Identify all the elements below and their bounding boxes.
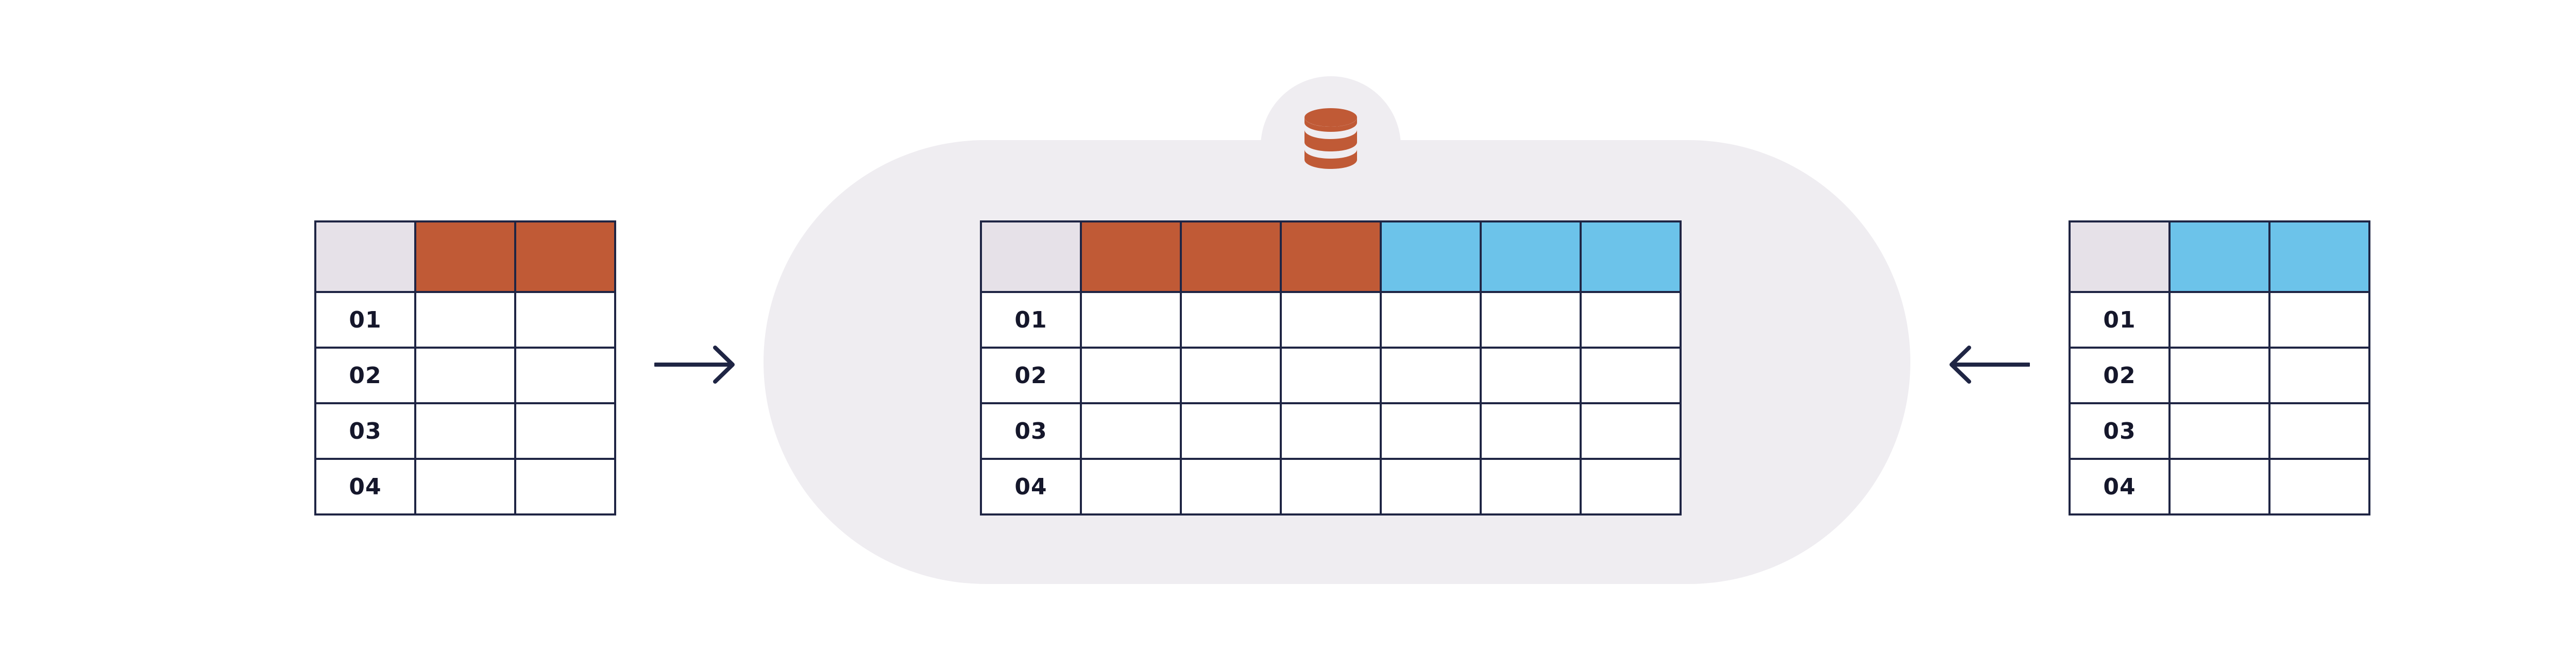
left-row-label: 04 [314,458,416,515]
left-row-label: 01 [314,291,416,349]
merged-table-row: 03 [980,402,1682,460]
right-table-cell [2168,458,2270,515]
right-table-row: 03 [2069,402,2370,460]
merged-table-cell [1380,402,1482,460]
merged-table-cell [1280,402,1382,460]
left-table-cell [414,402,516,460]
arrow-right-icon [654,346,735,384]
merged-table-cell [1280,458,1382,515]
merged-header-row [980,220,1682,293]
merged-table-cell [1080,291,1182,349]
merged-table-cell [1480,458,1582,515]
merged-table-cell [1180,402,1282,460]
left-table-row: 04 [314,458,616,515]
merged-table-cell [1180,347,1282,404]
merged-row-label: 01 [980,291,1082,349]
right-header-row [2069,220,2370,293]
right-row-label: 04 [2069,458,2171,515]
merged-header-cell-orange [1280,220,1382,293]
right-row-label: 02 [2069,347,2171,404]
right-table-row: 01 [2069,291,2370,349]
merged-table-cell [1380,291,1482,349]
merged-table-cell [1080,402,1182,460]
left-table-row: 02 [314,347,616,404]
left-table-cell [514,458,616,515]
arrow-left-icon [1950,346,2030,384]
merged-header-cell-orange [1080,220,1182,293]
right-table-cell [2268,291,2370,349]
right-table-cell [2168,402,2270,460]
merged-table-cell [1580,347,1682,404]
left-table-row: 03 [314,402,616,460]
merged-row-label: 04 [980,458,1082,515]
merged-table-row: 04 [980,458,1682,515]
left-table-cell [414,347,516,404]
merged-table-cell [1580,458,1682,515]
right-row-label: 01 [2069,291,2171,349]
right-table-row: 04 [2069,458,2370,515]
merged-table-cell [1580,402,1682,460]
right-table-cell [2268,402,2370,460]
right-table-cell [2168,291,2270,349]
right-header-corner [2069,220,2171,293]
merged-header-corner [980,220,1082,293]
merged-table-cell [1280,291,1382,349]
left-header-cell-orange [514,220,616,293]
merged-table-cell [1280,347,1382,404]
left-row-label: 03 [314,402,416,460]
merged-table-row: 02 [980,347,1682,404]
merged-table-cell [1380,347,1482,404]
right-row-label: 03 [2069,402,2171,460]
merged-row-label: 03 [980,402,1082,460]
merged-table-cell [1080,458,1182,515]
merged-header-cell-orange [1180,220,1282,293]
right-header-cell-blue [2268,220,2370,293]
merged-header-cell-blue [1580,220,1682,293]
merged-table-row: 01 [980,291,1682,349]
merged-table-cell [1180,291,1282,349]
left-table-cell [514,347,616,404]
left-header-row [314,220,616,293]
right-table-cell [2268,458,2370,515]
left-table-row: 01 [314,291,616,349]
left-row-label: 02 [314,347,416,404]
left-table-cell [414,458,516,515]
merged-row-label: 02 [980,347,1082,404]
left-header-cell-orange [414,220,516,293]
left-table-cell [514,291,616,349]
left-table-cell [514,402,616,460]
right-table-row: 02 [2069,347,2370,404]
merged-table-cell [1080,347,1182,404]
right-table-cell [2168,347,2270,404]
merged-table-cell [1480,347,1582,404]
merged-header-cell-blue [1380,220,1482,293]
merged-table-cell [1480,402,1582,460]
merged-table-cell [1380,458,1482,515]
database-icon [1304,108,1357,169]
right-header-cell-blue [2168,220,2270,293]
left-header-corner [314,220,416,293]
merged-header-cell-blue [1480,220,1582,293]
merged-table-cell [1180,458,1282,515]
right-table-cell [2268,347,2370,404]
left-table-cell [414,291,516,349]
merged-table-cell [1480,291,1582,349]
merged-table-cell [1580,291,1682,349]
